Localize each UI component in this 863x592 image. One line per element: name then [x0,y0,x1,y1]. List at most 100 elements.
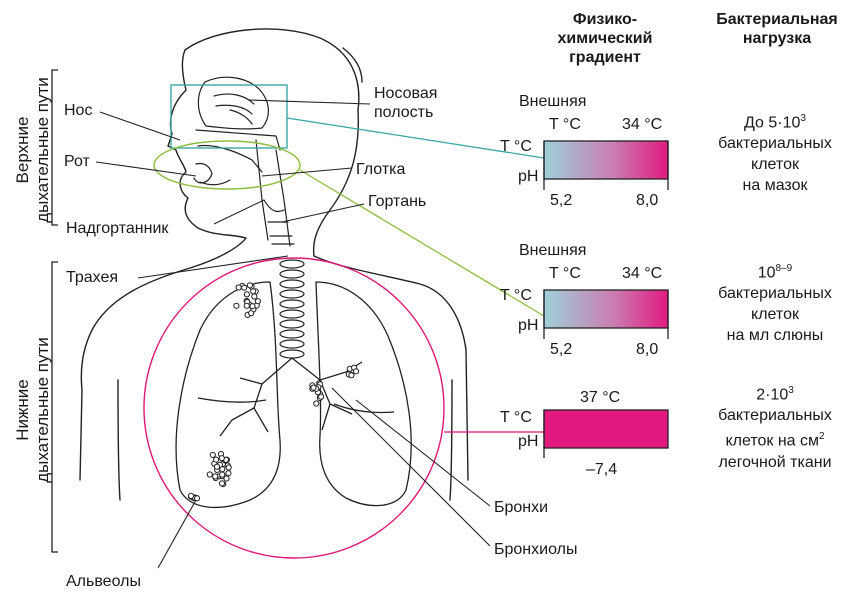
larynx-label: Гортань [368,192,426,211]
upper-airways-line2: дыхательные пути [33,70,53,230]
alveolus [244,303,249,308]
load-2-line4: на мл слюны [690,325,860,346]
alveolus [255,299,260,304]
leader-lines [96,100,490,568]
load-3-line1: 2·103 [690,380,860,405]
nasal-cavity-line1: Носовая [374,84,437,103]
load-3-line3: клеток на см2 [690,426,860,451]
alveolus [214,464,219,469]
gradient-2-ph-left: 5,2 [550,341,572,359]
alveoli-cluster [346,365,359,378]
alveolus [214,457,219,462]
alveolus [210,452,215,457]
alveolus [220,472,225,477]
alveoli-cluster [207,452,231,487]
alveolus [311,385,316,390]
alveolus [188,493,193,498]
alveolus [247,283,252,288]
lower-airways-line1: Нижние [13,330,33,490]
alveolus [224,476,229,481]
bacterial-load-upper-1: До 5·103 бактериальных клеток на мазок [690,108,860,196]
alveolus [213,474,218,479]
alveoli-cluster [234,283,261,318]
alveolus [242,285,247,290]
gradient-box-1 [544,141,668,190]
nasal-cavity-line2: полость [374,103,437,122]
load-3-line4: легочной ткани [690,452,860,473]
alveolus [251,289,256,294]
alveolus [226,471,231,476]
gradient-2-temp-right: 34 °C [622,265,662,283]
nasal-cavity-label: Носовая полость [374,84,437,122]
gradient-heading-line1: Физико- [520,10,690,29]
bacterial-load-lower: 2·103 бактериальных клеток на см2 легочн… [690,380,860,473]
gradient-box-2 [544,290,668,339]
load-heading-line1: Бактериальная [692,10,862,29]
alveolus [314,401,319,406]
mouth-label: Рот [64,152,90,171]
load-2-line2: бактериальных [690,283,860,304]
gradient-2-top-label: Внешняя [519,242,586,260]
gradient-2-ph-axis: pH [518,317,538,335]
load-1-line1: До 5·103 [690,108,860,133]
gradient-heading-line2: химический [520,29,690,48]
alveolus [249,311,254,316]
alveolus [250,304,255,309]
alveolus [219,456,224,461]
bronchioles-label: Бронхиолы [494,540,577,559]
load-1-line4: на мазок [690,175,860,196]
alveolus [220,467,225,472]
alveolus [234,303,239,308]
gradient-3-t-axis: T °C [500,409,532,427]
gradient-3-ph-center: –7,4 [586,461,617,479]
alveolus [244,292,249,297]
upper-airways-line1: Верхние [13,70,33,230]
upper-airways-label: Верхние дыхательные пути [13,70,53,230]
trachea-label: Трахея [66,268,118,287]
gradient-1-ph-left: 5,2 [550,192,572,210]
alveolus [207,472,212,477]
bronchi-label: Бронхи [494,498,548,517]
gradient-2-temp-left: T °C [549,265,581,283]
head-internals [194,77,294,246]
load-2-line3: клеток [690,304,860,325]
load-1-line2: бактериальных [690,133,860,154]
load-2-line1: 108–9 [690,258,860,283]
gradient-2-ph-right: 8,0 [636,341,658,359]
gradient-2-t-axis: T °C [500,287,532,305]
lower-airways-line2: дыхательные пути [33,330,53,490]
gradient-heading-line3: градиент [520,48,690,67]
left-lung [316,282,411,506]
alveolus [219,481,224,486]
alveolus [252,294,257,299]
lower-airways-label: Нижние дыхательные пути [13,330,53,490]
load-3-line2: бактериальных [690,405,860,426]
gradient-box-3 [544,410,668,458]
alveoli-cluster [188,493,199,501]
alveolus [349,373,354,378]
alveolus [226,465,231,470]
alveolus [236,285,241,290]
gradient-1-top-label: Внешняя [519,93,586,111]
pharynx-label: Глотка [356,160,405,179]
alveoli-label: Альвеолы [66,572,141,591]
gradient-heading: Физико- химический градиент [520,10,690,67]
gradient-1-temp-right: 34 °C [622,116,662,134]
gradient-1-ph-axis: pH [518,168,538,186]
gradient-3-ph-axis: pH [518,433,538,451]
load-heading: Бактериальная нагрузка [692,10,862,48]
alveolus [194,496,199,501]
alveoli-cluster [310,381,324,407]
nose-label: Нос [64,101,92,120]
gradient-1-ph-right: 8,0 [636,192,658,210]
load-heading-line2: нагрузка [692,29,862,48]
gradient-1-temp-left: T °C [549,116,581,134]
epiglottis-label: Надгортанник [66,219,168,238]
bacterial-load-upper-2: 108–9 бактериальных клеток на мл слюны [690,258,860,346]
load-1-line3: клеток [690,154,860,175]
trachea [280,260,304,358]
gradient-1-t-axis: T °C [500,138,532,156]
alveolus [354,369,359,374]
gradient-3-temp-center: 37 °C [580,389,620,407]
